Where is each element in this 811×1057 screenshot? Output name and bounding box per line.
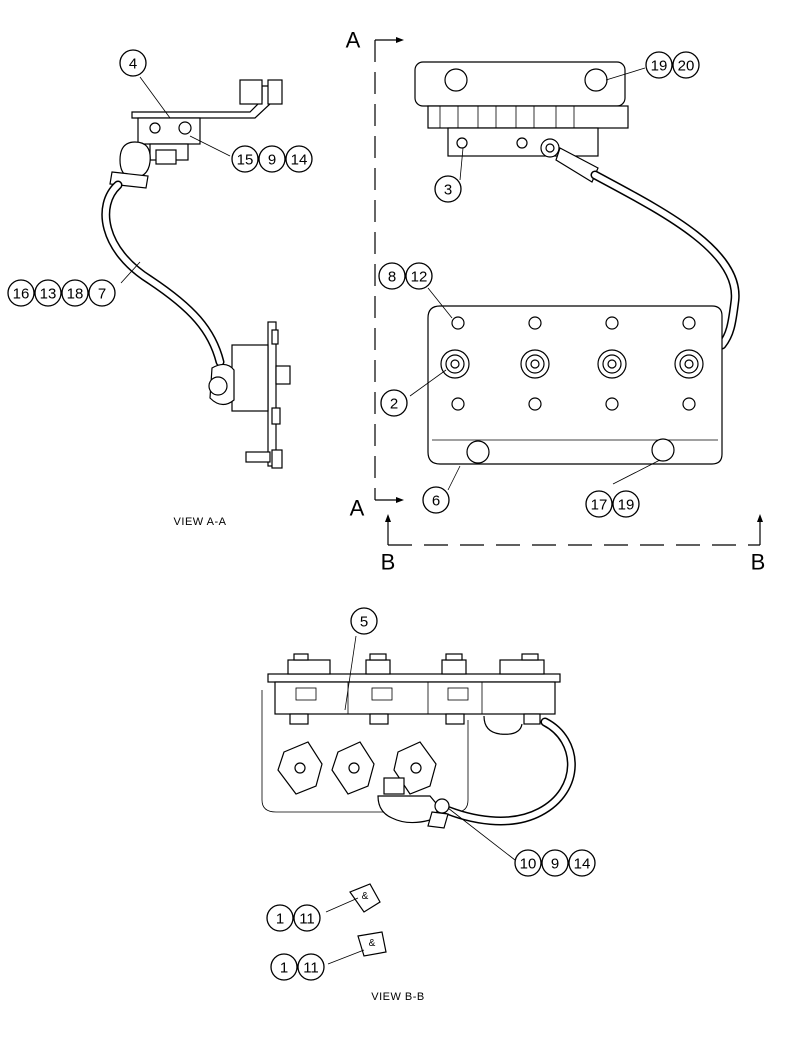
callout-number: 9: [551, 856, 559, 873]
callout-balloon: [88, 279, 116, 307]
callout-c16: 16 13 18 7: [7, 279, 116, 307]
view-a-caption: VIEW A-A: [174, 516, 227, 528]
callout-balloon: [7, 279, 35, 307]
callout-balloon: [270, 953, 298, 981]
callout-number: 17: [591, 497, 608, 514]
callout-number: 2: [390, 396, 398, 413]
section-letter-b-left: B: [381, 550, 396, 575]
callout-balloon: [61, 279, 89, 307]
callout-number: 4: [129, 56, 137, 73]
callout-number: 14: [574, 856, 591, 873]
callout-number: 5: [360, 614, 368, 631]
svg-text:&: &: [362, 891, 369, 902]
view-b-b: & &: [261, 653, 576, 957]
callout-c3: 3: [434, 175, 462, 203]
view-a-a: [101, 79, 291, 469]
callout-c5: 5: [350, 607, 378, 635]
section-letters: A A B B: [346, 28, 766, 575]
callout-balloon: [119, 49, 147, 77]
callout-number: 10: [520, 856, 537, 873]
callout-balloon: [350, 607, 378, 635]
section-letter-b-right: B: [751, 550, 766, 575]
callout-number: 15: [237, 152, 254, 169]
callout-balloon: [266, 904, 294, 932]
section-line-a: [374, 37, 404, 503]
callout-number: 1: [276, 911, 284, 928]
gauge: [597, 349, 627, 379]
callout-balloon: [297, 953, 325, 981]
callout-balloon: [405, 262, 433, 290]
callout-c15: 15 9 14: [231, 145, 313, 173]
callout-number: 11: [303, 960, 319, 977]
regulator: [331, 741, 375, 795]
callout-number: 16: [13, 286, 30, 303]
callout-number: 19: [651, 58, 668, 75]
callout-balloon: [434, 175, 462, 203]
callout-c6: 6: [422, 486, 450, 514]
callout-number: 20: [678, 58, 695, 75]
callout-number: 11: [299, 911, 315, 928]
callout-balloon: [541, 849, 569, 877]
callout-number: 1: [280, 960, 288, 977]
callout-balloon: [422, 486, 450, 514]
callout-number: 3: [444, 182, 452, 199]
callout-balloon: [378, 262, 406, 290]
callout-number: 9: [268, 152, 276, 169]
callout-number: 8: [388, 269, 396, 286]
callout-balloon: [672, 51, 700, 79]
callout-number: 19: [618, 497, 635, 514]
callout-number: 6: [432, 493, 440, 510]
main-view: [414, 61, 740, 465]
callout-number: 7: [98, 286, 106, 303]
callout-balloon: [34, 279, 62, 307]
gauge: [520, 349, 550, 379]
callout-balloon: [231, 145, 259, 173]
gauge: [440, 349, 470, 379]
callout-balloon: [585, 490, 613, 518]
callout-balloon: [612, 490, 640, 518]
callout-c8: 8 12: [378, 262, 433, 290]
callout-number: 13: [40, 286, 57, 303]
callout-c2: 2: [380, 389, 408, 417]
section-line-b: [385, 514, 763, 546]
section-letter-a-top: A: [346, 28, 361, 53]
gauge: [674, 349, 704, 379]
callout-balloon: [514, 849, 542, 877]
callout-number: 12: [411, 269, 428, 286]
callout-balloon: [258, 145, 286, 173]
regulator: [277, 741, 323, 795]
callout-balloon: [293, 904, 321, 932]
callout-balloon: [380, 389, 408, 417]
callout-balloon: [645, 51, 673, 79]
leader-lines: [120, 67, 661, 965]
callout-balloon: [568, 849, 596, 877]
svg-text:&: &: [369, 938, 376, 949]
callout-balloon: [285, 145, 313, 173]
callout-c4: 4: [119, 49, 147, 77]
callout-number: 18: [67, 286, 84, 303]
callout-number: 14: [291, 152, 308, 169]
view-b-caption: VIEW B-B: [371, 991, 425, 1003]
section-letter-a-bottom: A: [350, 496, 365, 521]
callout-c10: 10 9 14: [514, 849, 596, 877]
